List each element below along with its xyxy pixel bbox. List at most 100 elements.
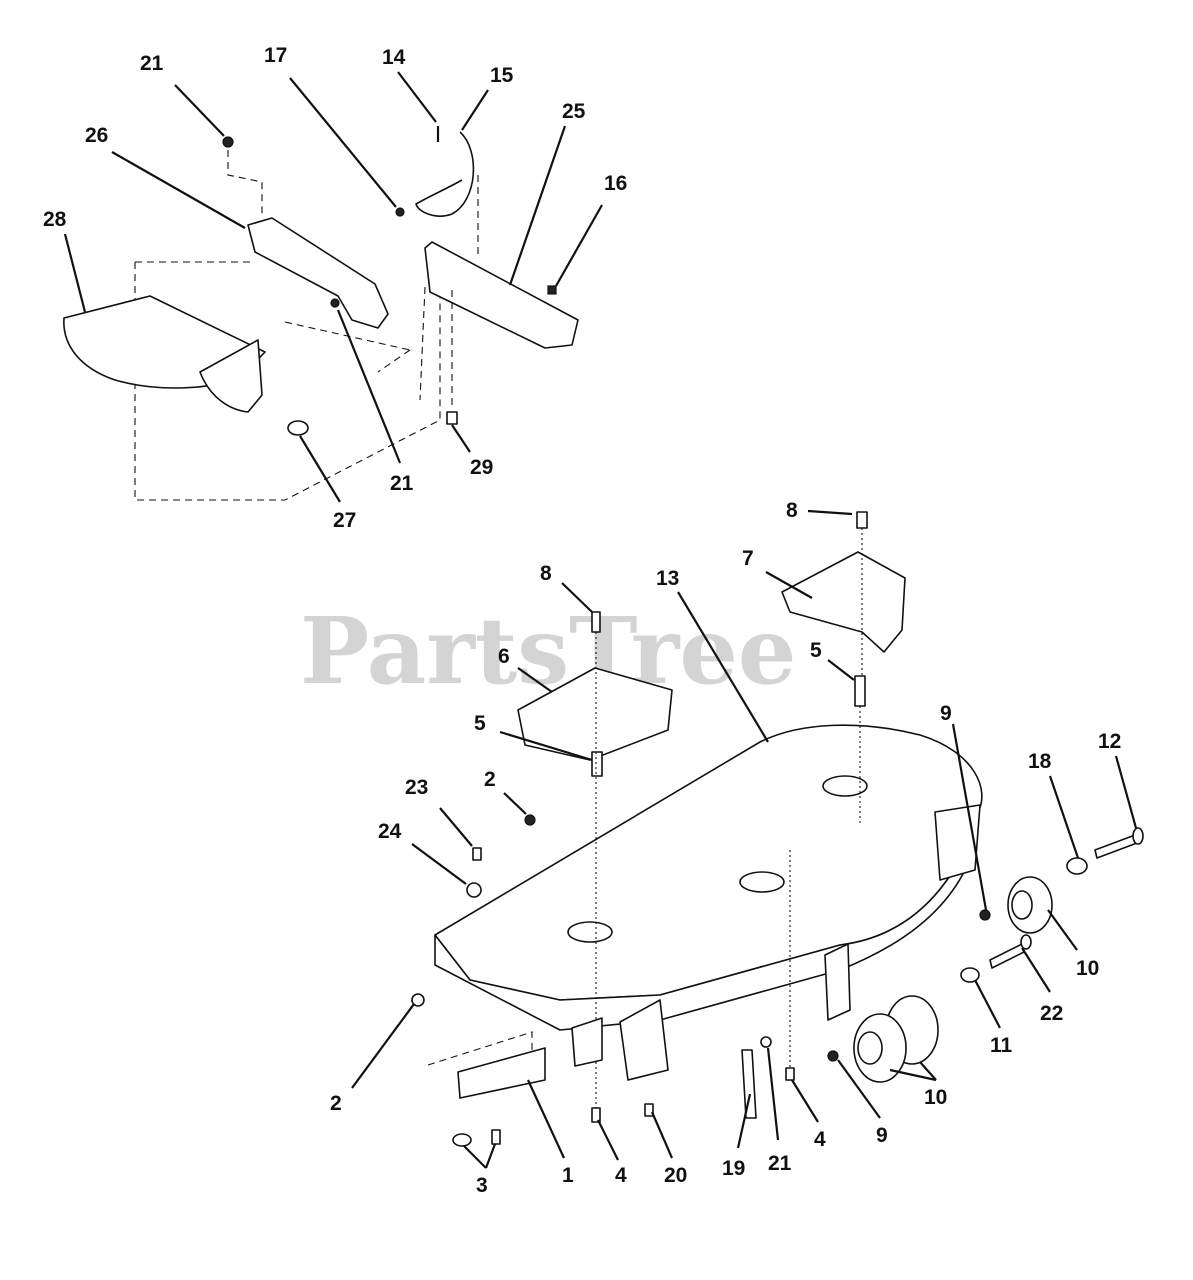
leader-26	[111, 151, 246, 229]
spacer-24	[466, 882, 482, 898]
callout-10-rear: 10	[1076, 957, 1099, 980]
callout-leaders	[63, 71, 1138, 1169]
leader-8-left	[561, 582, 593, 613]
leader-4-left	[597, 1119, 619, 1161]
knob-27	[287, 420, 309, 436]
bracket-wheel-rear	[934, 804, 981, 881]
leader-29	[451, 424, 471, 453]
nut21-dash	[227, 150, 263, 218]
callout-29: 29	[470, 456, 493, 479]
callout-27: 27	[333, 509, 356, 532]
callout-24: 24	[378, 820, 402, 843]
belt-cover-7	[781, 551, 906, 653]
leader-23	[439, 807, 473, 847]
bolt-20	[644, 1103, 654, 1117]
bolt-29	[446, 411, 458, 425]
callout-11: 11	[990, 1034, 1013, 1057]
leader-5-left	[499, 730, 593, 762]
leader-18	[1048, 775, 1080, 859]
nut-21-lower	[330, 298, 340, 308]
leader-19	[736, 1093, 752, 1149]
wheel-10-front-hub	[857, 1031, 883, 1065]
callout-25: 25	[562, 100, 586, 123]
wheel-10-rear-hub	[1011, 890, 1033, 920]
leader-5-right	[827, 659, 855, 681]
leader-21-mid	[336, 309, 402, 464]
nut-9-upper	[979, 909, 991, 921]
callout-5-right: 5	[810, 639, 822, 662]
callout-26: 26	[85, 124, 108, 147]
leader-7	[765, 571, 813, 599]
deflector-assembly	[63, 126, 579, 501]
spacer-5-right	[854, 675, 866, 707]
deck-13	[434, 724, 983, 1001]
bolt-8-left	[591, 611, 601, 633]
leader-10-rear	[1047, 909, 1078, 951]
rod-15	[415, 131, 475, 217]
leader-1	[527, 1079, 565, 1159]
leader-2-upper	[503, 792, 527, 815]
spacer-5-left	[591, 751, 603, 777]
leader-22	[1021, 947, 1051, 993]
leader-9-lower	[837, 1059, 881, 1119]
leader-2-lower	[351, 1003, 415, 1089]
bracket-front	[571, 1017, 603, 1067]
callout-1: 1	[562, 1164, 574, 1187]
callout-9-lower: 9	[876, 1124, 888, 1147]
leader-8-right	[807, 509, 853, 516]
callout-2-lower: 2	[330, 1092, 342, 1115]
callout-15: 15	[490, 64, 514, 87]
callout-10-front: 10	[924, 1086, 947, 1109]
callout-7: 7	[742, 547, 754, 570]
bracket-front-2	[619, 999, 669, 1081]
spindle-hole-1	[822, 775, 868, 797]
baffle-1	[457, 1047, 546, 1099]
bolt-4-left	[591, 1107, 601, 1123]
callout-13: 13	[656, 567, 679, 590]
leader-10-front-b	[919, 1061, 937, 1081]
bolt-23	[472, 847, 482, 861]
callout-12: 12	[1098, 730, 1121, 753]
nut-21-deck	[760, 1036, 772, 1048]
bolt-12	[1094, 834, 1138, 859]
spacer-11	[960, 967, 980, 983]
leader-14	[397, 71, 437, 123]
leader-3-b	[484, 1143, 497, 1169]
leader-13	[677, 591, 769, 743]
callout-21-mid: 21	[390, 472, 414, 495]
bolt-3-b	[491, 1129, 501, 1145]
nut-21-top	[222, 136, 234, 148]
callout-28: 28	[43, 208, 67, 231]
plate-dash-left	[419, 286, 426, 401]
deflector-shield-fin	[199, 339, 263, 413]
leader-15	[461, 89, 489, 131]
bracket-wheel-front	[824, 943, 851, 1021]
leader-27	[299, 435, 341, 503]
bolt-16	[547, 285, 557, 295]
callout-8-left: 8	[540, 562, 552, 585]
callout-6: 6	[498, 645, 510, 668]
nut-2-lower	[411, 993, 425, 1007]
callout-21-deck: 21	[768, 1152, 792, 1175]
callout-20: 20	[664, 1164, 687, 1187]
spindle-hole-2	[739, 871, 785, 893]
callout-5-left: 5	[474, 712, 486, 735]
callout-9-upper: 9	[940, 702, 952, 725]
callout-2-upper: 2	[484, 768, 496, 791]
callout-22: 22	[1040, 1002, 1063, 1025]
leader-21-deck	[766, 1047, 780, 1141]
leader-21-top	[174, 84, 225, 137]
leader-28	[63, 233, 87, 313]
bolt-4-right	[785, 1067, 795, 1081]
belt-cover-6	[517, 667, 673, 761]
leader-16	[555, 204, 603, 287]
mower-deck-assembly	[411, 511, 1144, 1147]
bolt-3-a	[452, 1133, 472, 1147]
leader-24	[411, 843, 467, 885]
leader-11	[974, 979, 1001, 1029]
bolt-12-head	[1132, 827, 1144, 845]
leader-17	[289, 77, 397, 208]
leader-12	[1114, 755, 1138, 829]
nut-9-lower	[827, 1050, 839, 1062]
